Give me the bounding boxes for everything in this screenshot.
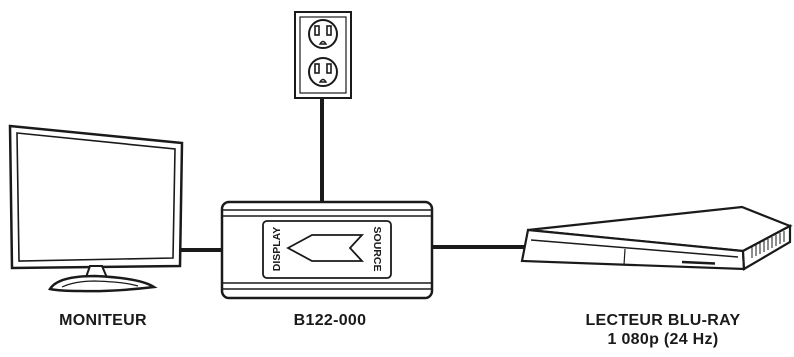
bluray-player-label-line1: LECTEUR BLU-RAY [585, 312, 741, 329]
device-label: B122-000 [293, 312, 367, 329]
panel-source-label: SOURCE [371, 227, 383, 272]
socket-bottom-icon [308, 57, 338, 87]
wall-outlet-icon [294, 11, 352, 99]
monitor-icon [8, 124, 184, 293]
bluray-player-label: LECTEUR BLU-RAY 1 080p (24 Hz) [548, 311, 778, 349]
cables [180, 96, 525, 252]
monitor-label: MONITEUR [59, 312, 147, 329]
b122-device-icon: DISPLAY SOURCE [220, 200, 434, 300]
signal-arrow-icon [286, 234, 365, 262]
socket-top-icon [308, 19, 338, 49]
bluray-player-label-line2: 1 080p (24 Hz) [607, 331, 719, 348]
panel-display-label: DISPLAY [271, 227, 283, 272]
bluray-player-icon [520, 205, 793, 271]
